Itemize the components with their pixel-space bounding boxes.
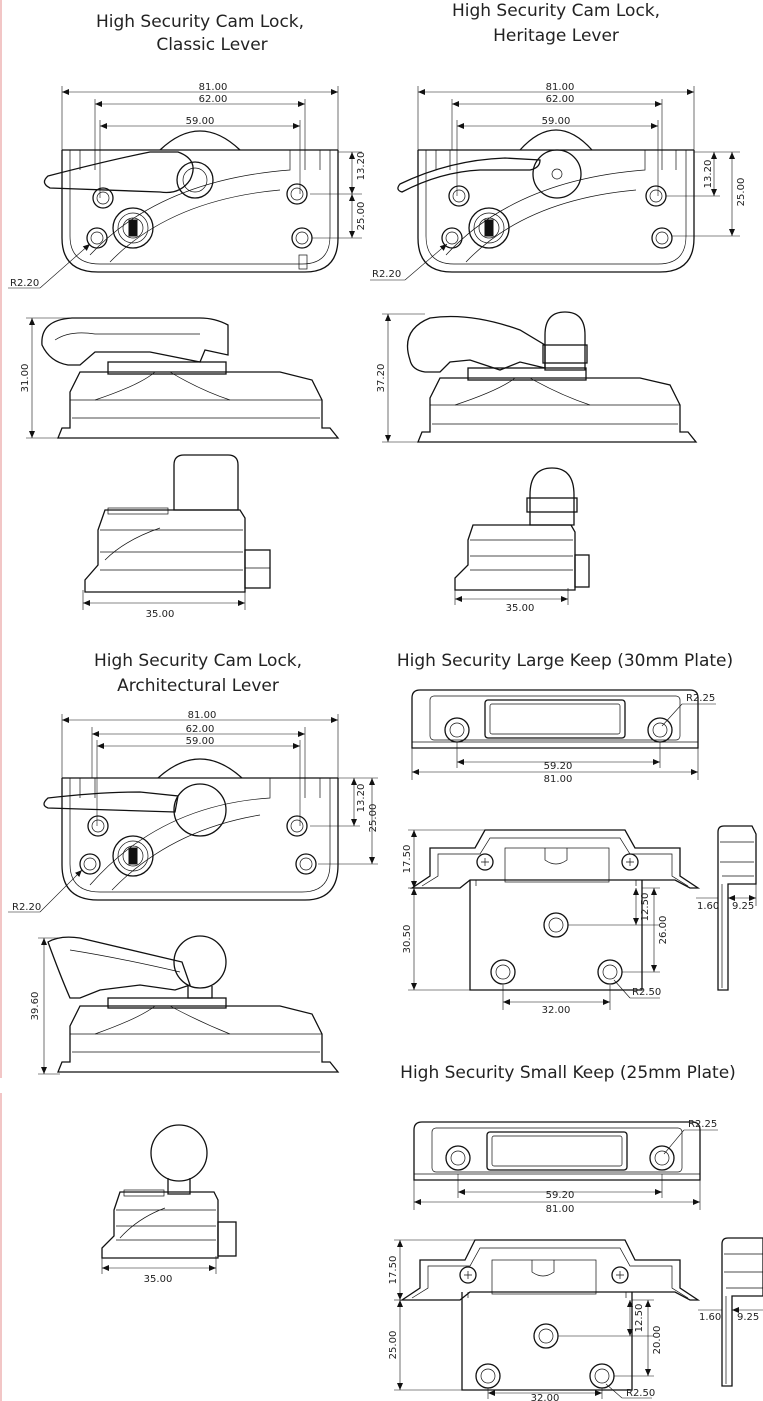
title-architectural-line1: High Security Cam Lock, <box>94 651 302 671</box>
heritage-dim-62: 62.00 <box>546 94 575 105</box>
classic-dim-31: 31.00 <box>20 364 31 393</box>
architectural-dim-13-20: 13.20 <box>356 784 367 813</box>
small-keep-dim-25: 25.00 <box>388 1331 399 1360</box>
heritage-end-view <box>454 467 590 591</box>
classic-plan-view <box>43 130 339 273</box>
heritage-plan-dimensions: 81.00 62.00 59.00 13.20 25.00 R2.20 <box>370 82 747 281</box>
classic-side-dimensions: 31.00 <box>20 317 70 439</box>
title-heritage-line2: Heritage Lever <box>493 26 619 46</box>
large-keep-front-dimensions: 17.50 30.50 12.50 26.00 32.00 R2.50 <box>402 829 669 1016</box>
small-keep-front-view <box>399 1239 701 1391</box>
classic-dim-25: 25.00 <box>356 202 367 231</box>
large-keep-plan-dimensions: 59.20 81.00 R2.25 <box>411 693 716 785</box>
heritage-dim-13-20: 13.20 <box>703 160 714 189</box>
small-keep-dim-20: 20.00 <box>652 1326 663 1355</box>
classic-dim-13-20: 13.20 <box>356 152 367 181</box>
title-classic-line1: High Security Cam Lock, <box>96 12 304 32</box>
architectural-dim-35: 35.00 <box>144 1274 173 1285</box>
large-keep-dim-12-50: 12.50 <box>640 893 651 922</box>
classic-side-view <box>41 317 340 439</box>
architectural-dim-39-60: 39.60 <box>30 992 41 1021</box>
heritage-dim-59: 59.00 <box>542 116 571 127</box>
heritage-side-dimensions: 37.20 <box>376 313 425 443</box>
small-keep-plan-dimensions: 59.20 81.00 R2.25 <box>413 1119 718 1215</box>
title-architectural-line2: Architectural Lever <box>117 676 279 696</box>
small-keep-dim-9-25: 9.25 <box>737 1312 759 1323</box>
small-keep-dim-1-60: 1.60 <box>699 1312 721 1323</box>
classic-end-view <box>84 454 271 593</box>
small-keep-dim-r250: R2.50 <box>626 1388 655 1399</box>
large-keep-dim-32: 32.00 <box>542 1005 571 1016</box>
architectural-side-view <box>47 935 340 1073</box>
large-keep-dim-r225: R2.25 <box>686 693 715 704</box>
title-large-keep: High Security Large Keep (30mm Plate) <box>397 651 733 671</box>
title-small-keep: High Security Small Keep (25mm Plate) <box>400 1063 736 1083</box>
small-keep-dim-32: 32.00 <box>531 1393 560 1401</box>
architectural-dim-62: 62.00 <box>186 724 215 735</box>
small-keep-side-dimensions: 1.60 9.25 <box>698 1296 763 1323</box>
architectural-side-dimensions: 39.60 <box>30 937 60 1075</box>
architectural-dim-r220: R2.20 <box>12 902 41 913</box>
large-keep-dim-r250: R2.50 <box>632 987 661 998</box>
heritage-side-view <box>406 311 698 443</box>
classic-dim-35: 35.00 <box>146 609 175 620</box>
classic-dim-81: 81.00 <box>199 82 228 93</box>
large-keep-dim-1-60: 1.60 <box>697 901 719 912</box>
architectural-dim-81: 81.00 <box>188 710 217 721</box>
small-keep-dim-12-50: 12.50 <box>634 1304 645 1333</box>
small-keep-dim-81: 81.00 <box>546 1204 575 1215</box>
architectural-dim-59: 59.00 <box>186 736 215 747</box>
classic-dim-59: 59.00 <box>186 116 215 127</box>
heritage-dim-37-20: 37.20 <box>376 364 387 393</box>
large-keep-plan-view <box>411 689 699 749</box>
small-keep-dim-59-20: 59.20 <box>546 1190 575 1201</box>
heritage-dim-35: 35.00 <box>506 603 535 614</box>
small-keep-dim-17-50: 17.50 <box>388 1256 399 1285</box>
small-keep-front-dimensions: 17.50 25.00 12.50 20.00 32.00 R2.50 <box>388 1239 663 1401</box>
classic-dim-62: 62.00 <box>199 94 228 105</box>
heritage-dim-81: 81.00 <box>546 82 575 93</box>
large-keep-dim-59-20: 59.20 <box>544 761 573 772</box>
title-heritage-line1: High Security Cam Lock, <box>452 1 660 21</box>
architectural-end-view <box>101 1124 237 1259</box>
heritage-dim-r220: R2.20 <box>372 269 401 280</box>
classic-plan-dimensions: 81.00 62.00 59.00 13.20 25.00 R2.20 <box>8 82 367 289</box>
heritage-plan-view <box>397 129 695 273</box>
large-keep-dim-17-50: 17.50 <box>402 845 413 874</box>
large-keep-dim-81: 81.00 <box>544 774 573 785</box>
large-keep-front-view <box>409 829 701 991</box>
small-keep-dim-r225: R2.25 <box>688 1119 717 1130</box>
architectural-plan-dimensions: 81.00 62.00 59.00 13.20 25.00 R2.20 <box>8 710 379 913</box>
architectural-dim-25: 25.00 <box>368 804 379 833</box>
small-keep-side-view <box>721 1237 763 1387</box>
heritage-end-dimensions: 35.00 <box>454 588 569 614</box>
title-classic-line2: Classic Lever <box>156 35 267 55</box>
classic-dim-r220: R2.20 <box>10 278 39 289</box>
architectural-plan-view <box>43 758 339 901</box>
classic-end-dimensions: 35.00 <box>82 590 246 620</box>
heritage-dim-25: 25.00 <box>736 178 747 207</box>
large-keep-side-dimensions: 1.60 9.25 <box>696 884 757 912</box>
large-keep-dim-26: 26.00 <box>658 916 669 945</box>
large-keep-dim-30-50: 30.50 <box>402 925 413 954</box>
architectural-end-dimensions: 35.00 <box>101 1256 217 1285</box>
large-keep-dim-9-25: 9.25 <box>732 901 754 912</box>
small-keep-plan-view <box>413 1121 701 1181</box>
